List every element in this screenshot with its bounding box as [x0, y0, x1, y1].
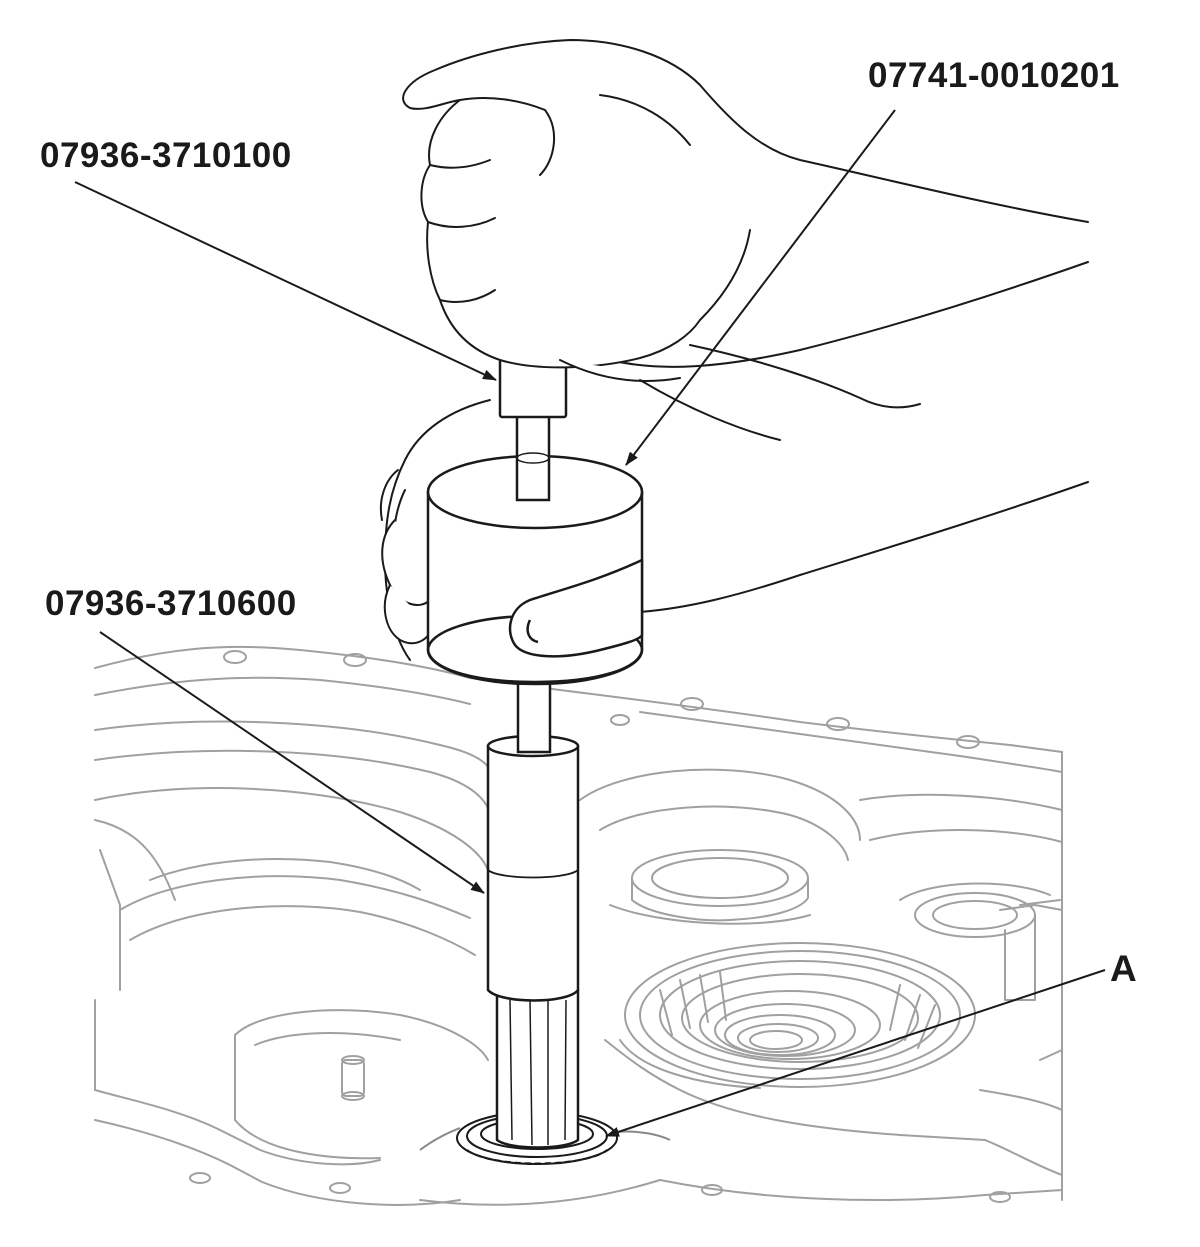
callout-handle-part-number: 07936-3710100 [40, 136, 292, 175]
driver-attachment [486, 734, 580, 1149]
callout-part-a: A [1110, 948, 1138, 989]
callout-weight-part-number: 07741-0010201 [868, 56, 1120, 95]
handle-rod-upper [498, 353, 568, 502]
gripping-hand [402, 39, 1089, 441]
leader-lines [74, 109, 1106, 1137]
leader-handle [74, 181, 497, 381]
leader-weight [625, 109, 896, 466]
transmission-housing [94, 645, 1063, 1206]
leader-driver [99, 631, 485, 894]
leader-part-a [605, 969, 1106, 1137]
callout-driver-part-number: 07936-3710600 [45, 584, 297, 623]
